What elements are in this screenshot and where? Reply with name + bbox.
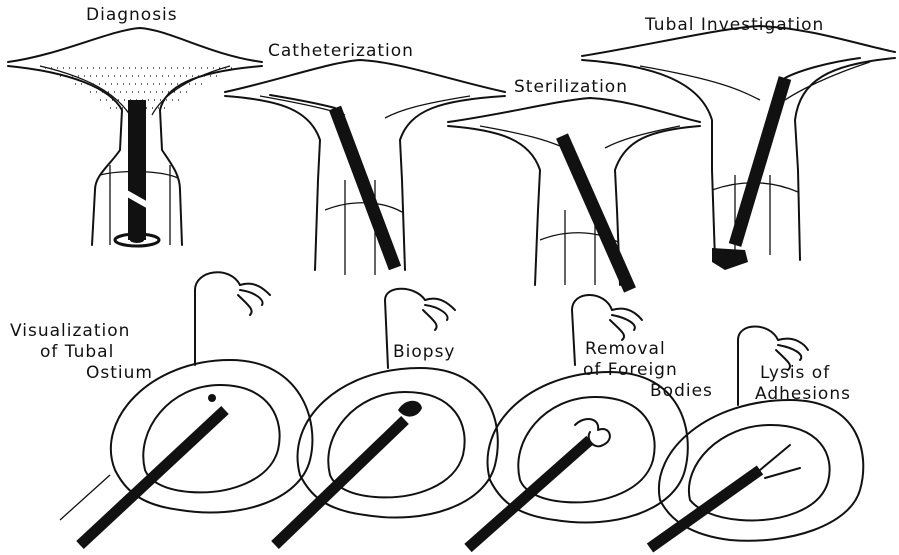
uterine-wall-right (160, 66, 262, 245)
fimbriae (610, 309, 642, 340)
sterilization-label: Sterilization (514, 78, 628, 97)
eyepiece-center (130, 237, 144, 243)
catheterization-label: Catheterization (268, 42, 414, 61)
visualization-label-line2: of Tubal (40, 343, 114, 362)
hysteroscope-shaft (468, 440, 590, 548)
lysis-label-line2: Adhesions (755, 385, 851, 404)
tubal-catheter (270, 95, 335, 108)
tubal-investigation-label: Tubal Investigation (645, 16, 824, 35)
removal-label-line1: Removal (585, 340, 666, 359)
cervical-tenaculum-mark (712, 248, 748, 270)
uterine-fundus-outline (225, 60, 505, 92)
hysteroscope-sheath (128, 100, 146, 240)
uterine-wall-right (795, 58, 895, 260)
uterine-fundus-outline (8, 28, 262, 62)
hysteroscope-shaft (335, 108, 395, 268)
removal-label-line2: of Foreign (583, 361, 678, 380)
lysis-uterus-drawing (650, 327, 863, 549)
uterine-fundus-outline (448, 98, 700, 122)
fimbriae (238, 284, 270, 315)
uterine-wall-left (225, 96, 320, 270)
visualization-label-line3: Ostium (86, 364, 153, 383)
cavity-line (480, 126, 680, 148)
hysteroscope-shaft (80, 410, 225, 545)
fimbriae (423, 299, 455, 330)
diagnosis-uterus-drawing (8, 28, 262, 246)
uterine-wall-left (448, 126, 540, 285)
hysteroscope-shaft (275, 420, 405, 545)
uterine-wall-left (8, 66, 122, 245)
biopsy-forceps-tip (398, 401, 422, 417)
visualization-label-line1: Visualization (10, 322, 130, 341)
removal-uterus-drawing (468, 295, 688, 548)
fallopian-tube (195, 272, 240, 365)
removal-label-line3: Bodies (650, 382, 713, 401)
catheterization-uterus-drawing (225, 60, 505, 275)
biopsy-label: Biopsy (393, 343, 456, 362)
tubal-ostium-mark (208, 394, 216, 402)
cavity-line (640, 62, 870, 100)
tubal-catheter (785, 58, 860, 78)
visualization-uterus-drawing (60, 272, 312, 545)
lysis-label-line1: Lysis of (760, 364, 830, 383)
diagnosis-label: Diagnosis (86, 6, 178, 25)
sterilization-uterus-drawing (448, 98, 700, 290)
uterine-wall-right (615, 126, 700, 285)
adhesion-bands (760, 445, 800, 478)
hysteroscope-shaft (735, 78, 785, 245)
